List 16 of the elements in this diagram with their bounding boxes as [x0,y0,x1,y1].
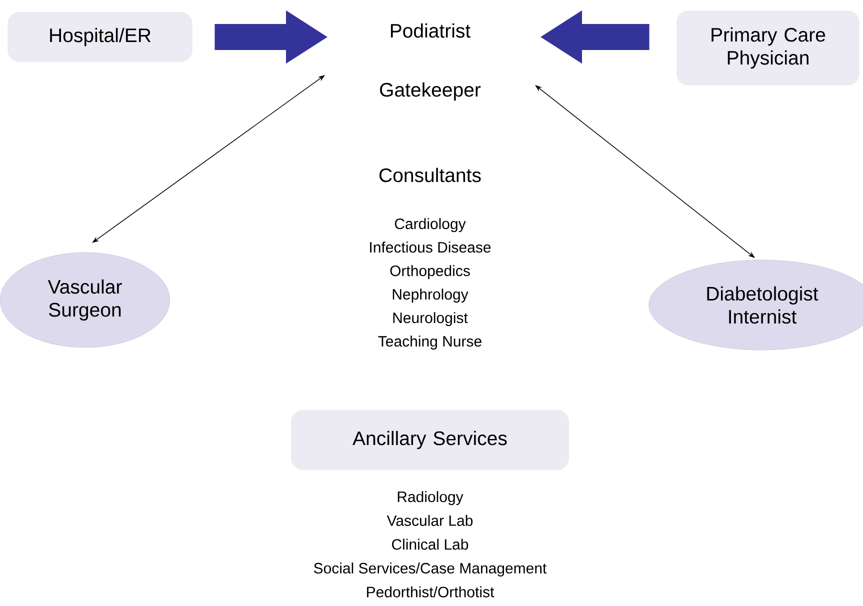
list-item: Cardiology [394,218,466,232]
list-item: Infectious Disease [370,242,491,253]
list-item: Clinical Lab [392,538,468,550]
list-item: Radiology [398,491,464,506]
role-text: Podiatrist Gatekeeper [380,23,481,101]
list-item: Pedorthist/Orthotist [367,586,494,598]
role-box: Hospital/ER [8,12,192,62]
heading: Consultants [380,168,481,182]
list-item: Neurologist [393,312,468,326]
role-box: Primary Care Physician [676,10,860,86]
services-box: Ancillary Services [291,410,569,470]
list-item: Orthopedics [390,265,470,280]
list-item: Nephrology [392,288,468,303]
list-item: Teaching Nurse [378,336,482,350]
list-item: Social Services/Case Management [314,562,547,576]
list-item: Vascular Lab [386,514,473,526]
